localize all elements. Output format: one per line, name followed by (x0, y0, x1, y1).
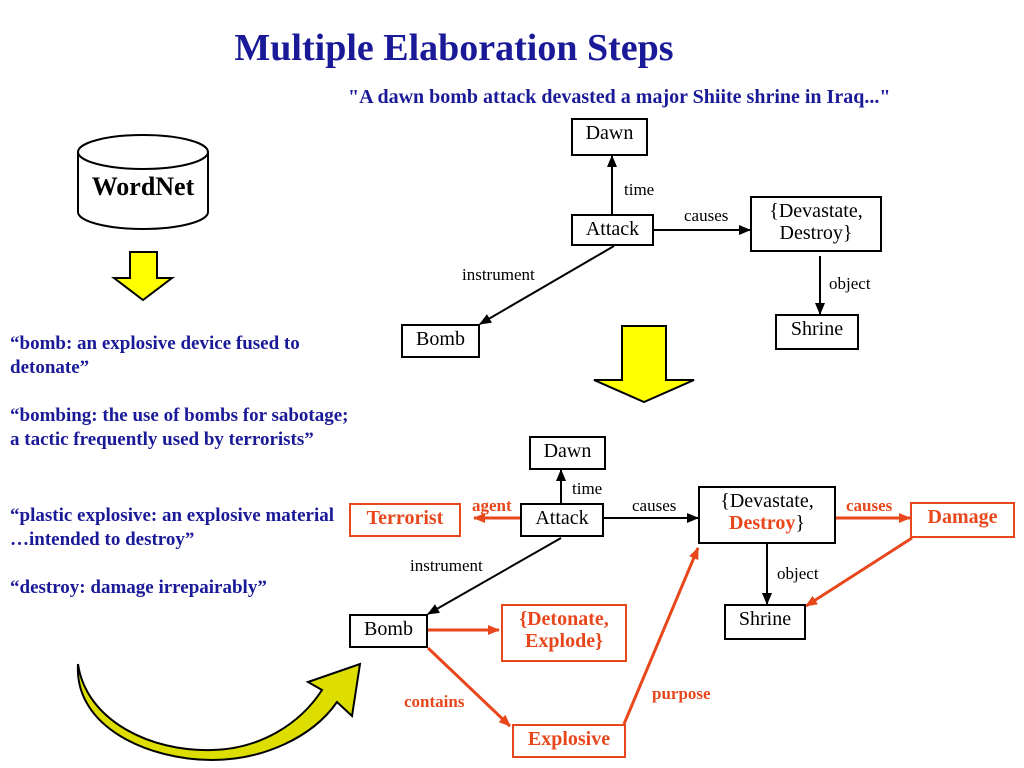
node-terrorist: Terrorist (349, 503, 461, 537)
node-devastate-line2-post: } (795, 512, 805, 534)
label-agent: agent (472, 496, 512, 515)
definition-destroy: “destroy: damage irrepairably” (10, 577, 267, 598)
definition-bombing: “bombing: the use of bombs for sabotage;… (10, 405, 349, 450)
label-object: object (777, 564, 819, 583)
node-dawn: Dawn (571, 118, 648, 156)
label-purpose: purpose (652, 684, 711, 703)
node-damage: Damage (910, 502, 1015, 538)
node-detonate-line1: {Detonate, (519, 608, 609, 630)
page-title: Multiple Elaboration Steps (234, 27, 674, 69)
node-shrine: Shrine (775, 314, 859, 350)
node-devastate-line1: {Devastate, (720, 490, 814, 512)
node-explosive: Explosive (512, 724, 626, 758)
definition-plastic-explosive: “plastic explosive: an explosive materia… (10, 505, 335, 550)
node-detonate: {Detonate, Explode} (501, 604, 627, 662)
wordnet-database-icon (77, 134, 209, 230)
node-devastate: {Devastate, Destroy} (698, 486, 836, 544)
label-object: object (829, 274, 871, 293)
node-shrine: Shrine (724, 604, 806, 640)
node-devastate-line2: Destroy} (700, 512, 834, 534)
node-attack: Attack (571, 214, 654, 246)
node-detonate-line2: Explode} (525, 630, 603, 652)
wordnet-label: WordNet (91, 172, 195, 201)
node-devastate-line2: Destroy} (779, 222, 853, 244)
label-instrument: instrument (462, 265, 535, 284)
example-sentence: "A dawn bomb attack devasted a major Shi… (348, 86, 891, 108)
node-devastate: {Devastate, Destroy} (750, 196, 882, 252)
edge-damage-shrine (805, 536, 913, 608)
label-instrument: instrument (410, 556, 483, 575)
edge-contains (426, 646, 512, 728)
edge-instrument (427, 537, 562, 615)
node-dawn: Dawn (529, 436, 606, 470)
node-attack: Attack (520, 503, 604, 537)
label-causes: causes (632, 496, 677, 515)
down-arrow-icon (111, 251, 175, 302)
definition-bomb: “bomb: an explosive device fused to deto… (10, 333, 300, 378)
label-contains: contains (404, 692, 465, 711)
label-time: time (624, 180, 655, 199)
label-causes-damage: causes (846, 496, 893, 515)
down-arrow-icon (593, 325, 695, 404)
node-bomb: Bomb (349, 614, 428, 648)
node-devastate-destroy: Destroy (729, 512, 796, 534)
curved-arrow-icon (76, 662, 362, 762)
label-causes: causes (684, 206, 729, 225)
label-time: time (572, 479, 603, 498)
node-devastate-line1: {Devastate, (769, 200, 863, 222)
edge-purpose (622, 547, 700, 725)
node-bomb: Bomb (401, 324, 480, 358)
edge-instrument (479, 245, 615, 325)
